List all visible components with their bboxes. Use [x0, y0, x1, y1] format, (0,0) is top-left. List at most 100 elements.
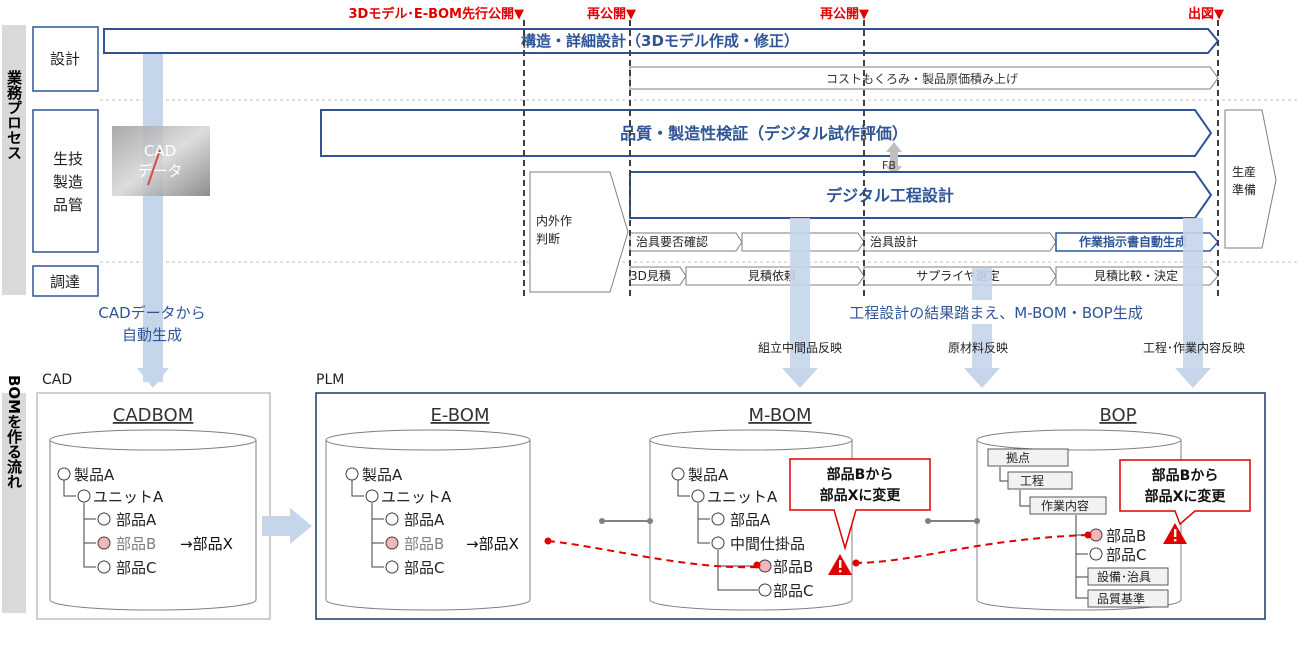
milestone-rerelease-2: 再公開▼	[820, 7, 869, 22]
process-sidebar	[2, 25, 26, 295]
link-dot	[974, 518, 980, 524]
tree-node	[691, 489, 705, 503]
tree-node-highlight	[97, 536, 111, 550]
bop-process: 工程	[1020, 473, 1044, 488]
milestone-rerelease-1: 再公開▼	[587, 7, 636, 22]
jig-design-arrow	[863, 232, 1057, 252]
bop-site: 拠点	[1006, 451, 1030, 465]
mbom-product: 製品A	[688, 466, 729, 484]
mbom-part-a: 部品A	[730, 511, 771, 529]
jig-need-label: 治具要否確認	[636, 234, 708, 249]
link-dot	[647, 518, 653, 524]
cad-system-label: CAD	[42, 372, 72, 388]
tree-node-highlight	[385, 536, 399, 550]
jig-need-arrow	[629, 232, 743, 252]
process-reflect-label: 工程･作業内容反映	[1143, 340, 1245, 355]
tree-node-highlight	[1089, 528, 1103, 542]
tree-node	[97, 512, 111, 526]
mbom-intermediate: 中間仕掛品	[730, 535, 805, 553]
tree-node	[671, 467, 685, 481]
mbom-tree	[677, 480, 758, 591]
quality-label: 品質・製造性検証（デジタル試作評価）	[620, 124, 908, 143]
ebom-product: 製品A	[362, 466, 403, 484]
cad-to-plm-arrow	[262, 508, 312, 544]
change-propagation-line	[547, 540, 758, 569]
bop-title: BOP	[1099, 405, 1136, 426]
ebom-title: E-BOM	[431, 405, 490, 426]
change-dot	[852, 559, 860, 567]
work-instruction-label: 作業指示書自動生成	[1079, 234, 1187, 249]
mbom-title: M-BOM	[748, 405, 811, 426]
mbom-part-c: 部品C	[773, 582, 813, 600]
milestone-ebom-release: 3Dモデル･E-BOM先行公開▼	[348, 6, 524, 22]
bop-work: 作業内容	[1041, 498, 1089, 513]
ebom-part-b: 部品B	[404, 535, 444, 553]
bop-equipment-box	[1087, 567, 1169, 586]
tree-node	[57, 467, 71, 481]
production-prep-label: 生産準備	[1232, 164, 1256, 197]
estimate-request-arrow	[685, 266, 865, 286]
structure-design-arrow	[103, 28, 1220, 54]
cadbom-title: CADBOM	[113, 405, 193, 426]
process-sidebar-label: 業務プロセス	[5, 69, 23, 160]
tree-node	[711, 536, 725, 550]
bop-part-b: 部品B	[1106, 527, 1146, 545]
cadbom-part-b: 部品B	[116, 535, 156, 553]
bop-part-c: 部品C	[1106, 546, 1146, 564]
bop-work-box	[1029, 496, 1107, 515]
cadbom-tree	[63, 480, 96, 568]
tree-node	[385, 512, 399, 526]
lane-design-label: 設計	[50, 50, 80, 68]
process-flow-bar	[1183, 218, 1203, 368]
tree-node	[365, 489, 379, 503]
bop-quality-std: 品質基準	[1097, 591, 1145, 606]
bop-site-box	[987, 448, 1069, 467]
make-or-buy-label: 内外作判断	[536, 214, 572, 246]
warning-icon	[828, 554, 852, 575]
mbom-callout	[789, 458, 931, 551]
production-prep-box	[1224, 109, 1277, 249]
mid-reflect-label: 組立中間品反映	[758, 340, 842, 355]
structure-design-label: 構造・詳細設計（3Dモデル作成・修正）	[521, 32, 799, 50]
ebom-part-c: 部品C	[404, 559, 444, 577]
lane-procurement	[32, 265, 99, 297]
lane-procurement-label: 調達	[50, 273, 80, 291]
warning-icon	[1163, 523, 1187, 544]
material-flow-arrowhead	[964, 368, 1000, 388]
milestone-drawing-release: 出図▼	[1188, 6, 1224, 22]
tree-node	[97, 560, 111, 574]
ebom-part-a: 部品A	[404, 511, 445, 529]
ebom-tree	[351, 480, 384, 568]
make-or-buy-box	[529, 171, 629, 293]
cadbom-product: 製品A	[74, 466, 115, 484]
change-dot	[544, 537, 552, 545]
cadbom-part-a: 部品A	[116, 511, 157, 529]
estimate-request-label: 見積依頼	[748, 268, 796, 283]
bop-process-box	[1007, 471, 1073, 490]
mid-flow-arrowhead	[782, 368, 818, 388]
mbom-part-b: 部品B	[773, 558, 813, 576]
bop-callout	[1119, 459, 1251, 526]
mid-flow-bar	[790, 218, 810, 368]
bom-sidebar-label: BOMを作る流れ	[5, 375, 23, 489]
change-dot	[1084, 531, 1092, 539]
cost-label: コストもくろみ・製品原価積み上げ	[826, 71, 1018, 86]
link-dot	[925, 518, 931, 524]
result-label: 工程設計の結果踏まえ、M-BOM・BOP生成	[849, 304, 1142, 322]
tree-node-highlight	[758, 559, 772, 573]
ebom-unit: ユニットA	[381, 488, 452, 506]
ebom-change: →部品X	[466, 535, 519, 553]
digital-process-label: デジタル工程設計	[826, 186, 954, 205]
cadbom-part-c: 部品C	[116, 559, 156, 577]
cadbom-change: →部品X	[180, 535, 233, 553]
lane-design	[32, 26, 99, 92]
estimate-compare-label: 見積比較・決定	[1094, 268, 1178, 283]
bop-quality-box	[1087, 589, 1169, 608]
mbom-unit: ユニットA	[707, 488, 778, 506]
result-label-bg	[812, 300, 1182, 324]
estimate-3d-label: 3D見積	[630, 268, 671, 283]
lane-production-label: 生技製造品管	[53, 150, 83, 214]
cad-flow-arrowhead	[137, 368, 169, 388]
